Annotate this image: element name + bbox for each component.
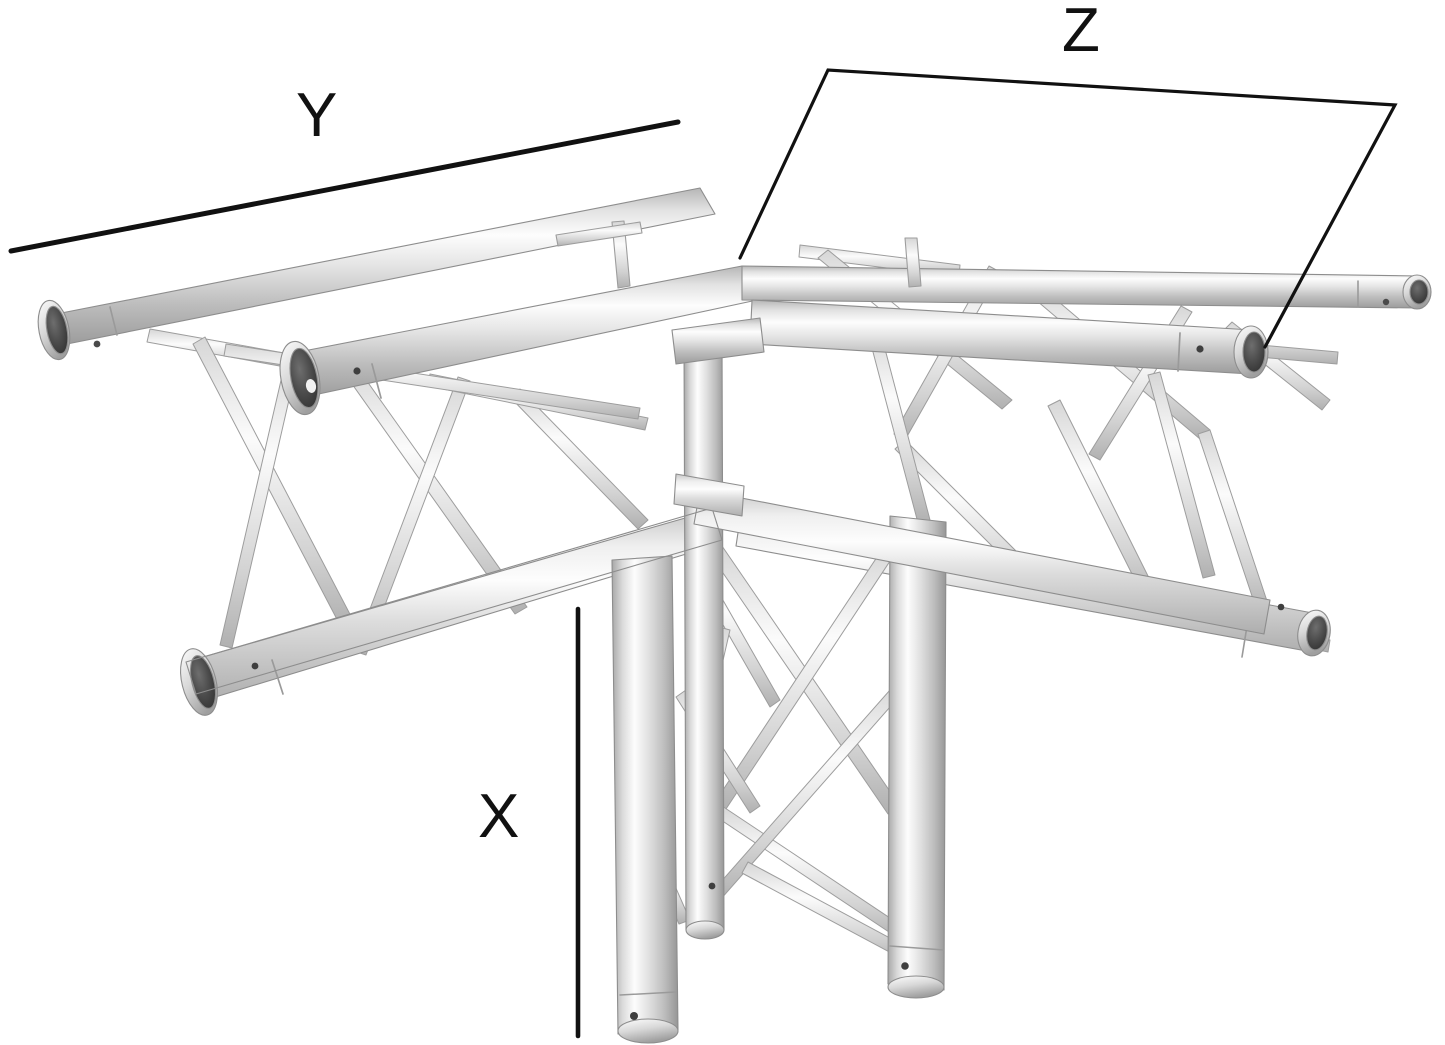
right-arm-top-chord	[741, 265, 1432, 310]
dimension-lines	[8, 68, 1398, 1039]
dimension-label-x: X	[478, 782, 520, 851]
left-arm-upright-rung	[555, 220, 643, 289]
dimension-label-y: Y	[296, 81, 338, 150]
left-arm-web-bracing	[146, 328, 649, 656]
left-arm	[37, 187, 758, 716]
left-arm-top-front-chord	[279, 265, 758, 416]
dimension-label-z: Z	[1062, 0, 1100, 65]
left-arm-top-rear-chord	[37, 187, 716, 361]
vertical-leg	[185, 317, 1271, 1044]
right-arm-upright-rung	[904, 237, 922, 288]
dimension-line-y	[8, 119, 681, 254]
vertical-leg-front-chord	[611, 555, 679, 1044]
corner-junction-node	[185, 317, 1271, 695]
truss-assembly	[37, 187, 1432, 1044]
vertical-leg-right-chord	[887, 515, 947, 999]
vertical-leg-rear-chord	[683, 339, 725, 940]
dimension-bracket-z	[738, 68, 1398, 349]
